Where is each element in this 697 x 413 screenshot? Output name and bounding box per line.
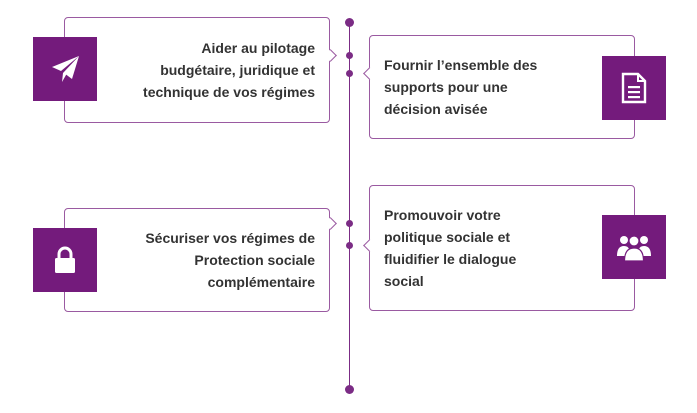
timeline-card-dialogue: Promouvoir votre politique sociale et fl… bbox=[369, 185, 635, 311]
card-line: Protection sociale bbox=[194, 252, 315, 268]
card-line: social bbox=[384, 273, 424, 289]
card-line: politique sociale et bbox=[384, 229, 511, 245]
card-text: Aider au pilotage budgétaire, juridique … bbox=[143, 37, 329, 103]
timeline-end-dot bbox=[345, 385, 354, 394]
card-text: Sécuriser vos régimes de Protection soci… bbox=[145, 227, 329, 293]
icon-box bbox=[33, 37, 97, 101]
timeline-card-supports: Fournir l’ensemble des supports pour une… bbox=[369, 35, 635, 139]
timeline-card-piloting: Aider au pilotage budgétaire, juridique … bbox=[64, 17, 330, 123]
card-line: complémentaire bbox=[207, 274, 315, 290]
card-line: décision avisée bbox=[384, 101, 488, 117]
card-text: Promouvoir votre politique sociale et fl… bbox=[370, 204, 516, 292]
lock-icon bbox=[55, 246, 75, 273]
card-line: Fournir l’ensemble des bbox=[384, 57, 538, 73]
timeline-card-securing: Sécuriser vos régimes de Protection soci… bbox=[64, 208, 330, 312]
card-line: Aider au pilotage bbox=[201, 40, 315, 56]
icon-box bbox=[602, 215, 666, 279]
timeline-start-dot bbox=[345, 18, 354, 27]
card-line: supports pour une bbox=[384, 79, 508, 95]
paper-plane-icon bbox=[52, 56, 79, 82]
document-icon bbox=[621, 72, 647, 104]
icon-box bbox=[602, 56, 666, 120]
card-line: fluidifier le dialogue bbox=[384, 251, 517, 267]
timeline-dot bbox=[346, 52, 353, 59]
timeline-axis bbox=[349, 22, 350, 390]
timeline-dot bbox=[346, 70, 353, 77]
group-icon bbox=[617, 235, 651, 262]
card-line: budgétaire, juridique et bbox=[160, 62, 315, 78]
card-line: Promouvoir votre bbox=[384, 207, 501, 223]
card-line: Sécuriser vos régimes de bbox=[145, 230, 315, 246]
card-text: Fournir l’ensemble des supports pour une… bbox=[370, 54, 537, 120]
timeline-dot bbox=[346, 242, 353, 249]
icon-box bbox=[33, 228, 97, 292]
card-line: technique de vos régimes bbox=[143, 84, 315, 100]
timeline-dot bbox=[346, 220, 353, 227]
